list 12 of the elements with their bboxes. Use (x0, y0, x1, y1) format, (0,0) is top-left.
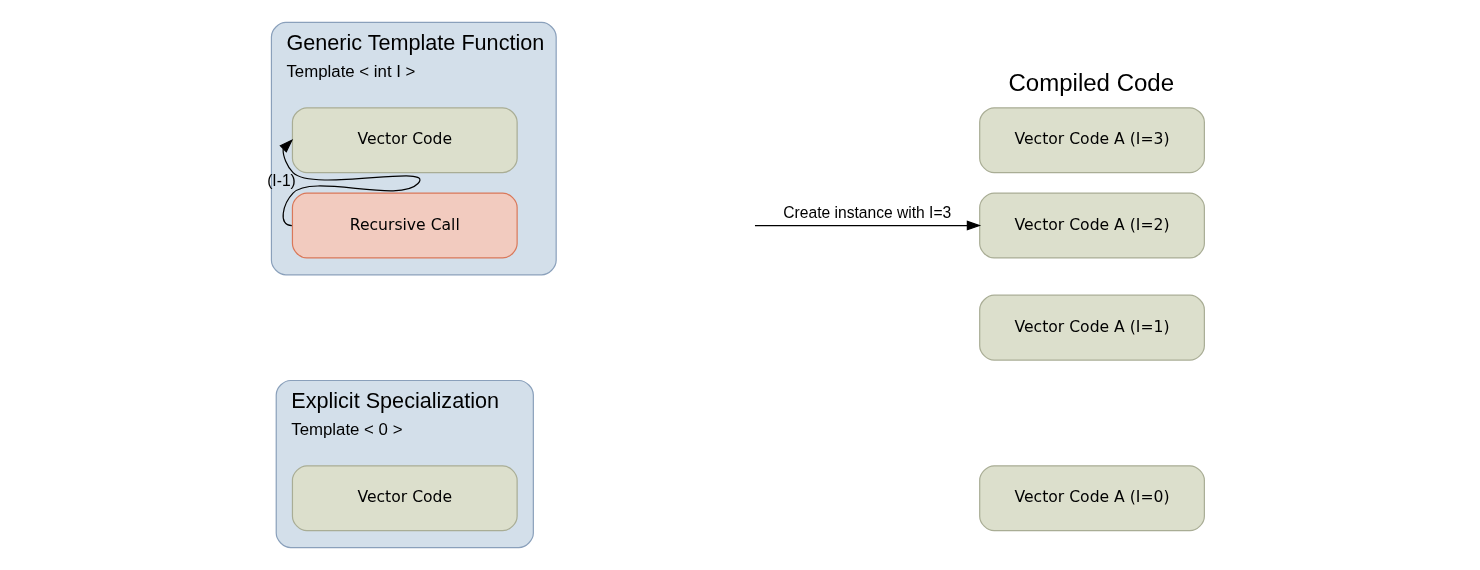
label: Compiled Code (1008, 68, 1175, 96)
arrow (754, 220, 982, 231)
node-box: Vector Code A (I=0) (979, 465, 1205, 532)
node-box: Vector Code (291, 107, 518, 174)
node-box: Vector Code A (I=2) (979, 192, 1205, 259)
node-box: Vector Code (291, 465, 518, 532)
node-box: Vector Code A (I=1) (979, 294, 1205, 361)
edge-label: (I-1) (267, 172, 296, 190)
arrow (279, 138, 421, 227)
edge-label: Create instance with I=3 (783, 203, 952, 221)
node-box: Vector Code A (I=3) (979, 107, 1205, 174)
node-box: Recursive Call (291, 192, 518, 259)
